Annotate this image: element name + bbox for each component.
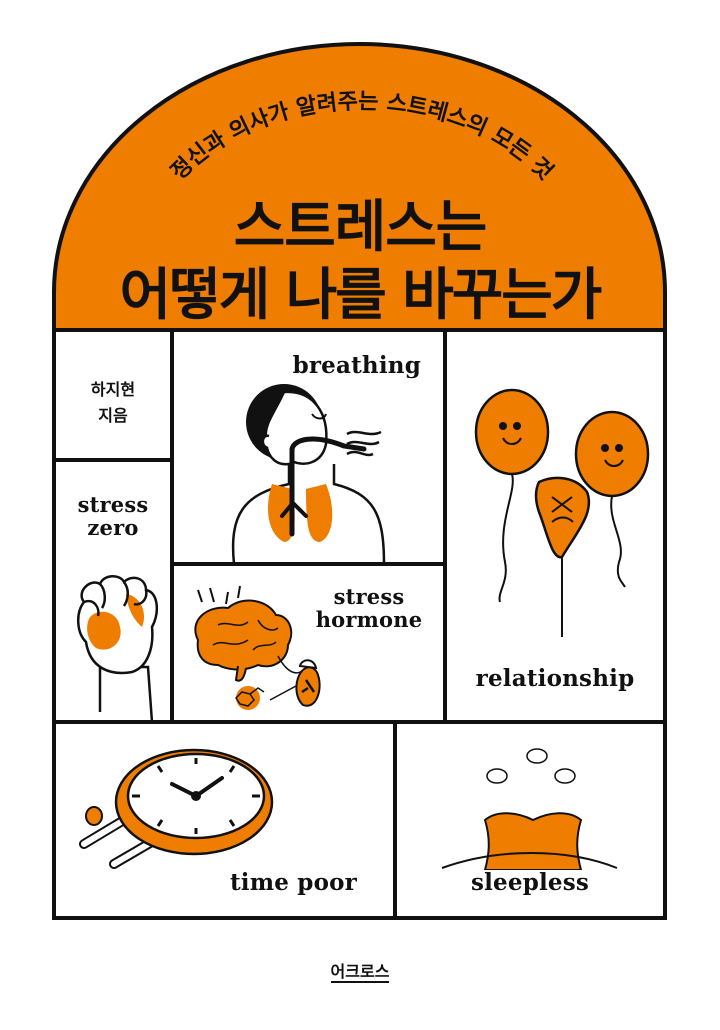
- title-line-1: 스트레스는: [233, 195, 488, 260]
- relationship-panel: relationship: [443, 328, 667, 724]
- breathing-lungs-icon: [231, 384, 386, 564]
- breathing-panel: breathing: [170, 328, 447, 566]
- breathing-label: breathing: [292, 352, 421, 379]
- sleepless-label: sleepless: [470, 869, 590, 896]
- clock-cigarettes-icon: [79, 748, 274, 869]
- brain-adrenal-icon: [194, 585, 321, 710]
- time-poor-label: time poor: [229, 869, 357, 896]
- pillow-sheep-icon: [441, 748, 618, 870]
- fist-squeeze-ball-icon: [77, 575, 159, 723]
- author-panel: 하지현 지음: [52, 328, 174, 462]
- time-poor-panel: time poor: [52, 720, 397, 920]
- title-line-2: 어떻게 나를 바꾸는가: [119, 263, 603, 328]
- stress-hormone-label-1: stress: [333, 584, 405, 609]
- sleepless-panel: sleepless: [393, 720, 667, 920]
- stress-hormone-panel: stress hormone: [170, 562, 447, 724]
- stress-zero-label-2: zero: [87, 515, 139, 540]
- stress-zero-label-1: stress: [77, 492, 149, 517]
- publisher-logo: 어크로스: [330, 962, 390, 983]
- relationship-label: relationship: [475, 665, 635, 692]
- author-name: 하지현: [90, 380, 136, 399]
- balloons-icon: [474, 388, 650, 637]
- stress-hormone-label-2: hormone: [315, 607, 423, 632]
- stress-zero-panel: stress zero: [52, 458, 174, 724]
- author-role: 지음: [98, 406, 128, 425]
- arch-header: 정신과 의사가 알려주는 스트레스의 모든 것: [52, 42, 667, 330]
